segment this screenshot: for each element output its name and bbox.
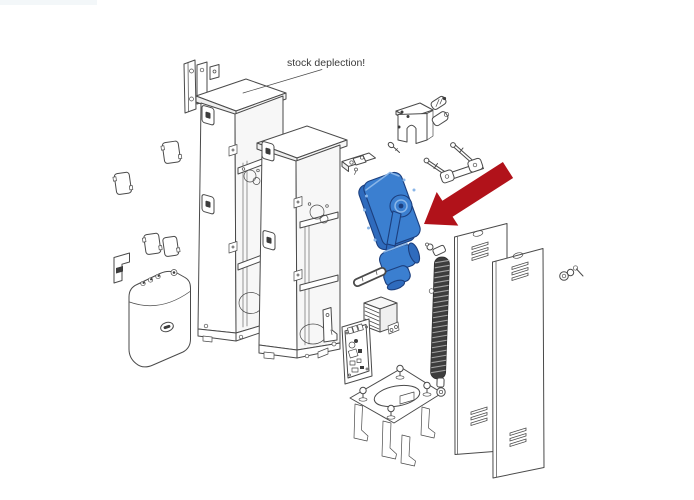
leader-line [242,69,323,94]
spring-anchor-plate [341,152,376,175]
link-rod [353,267,387,287]
fastener-set [559,265,584,281]
balance-spring [425,242,450,397]
lock-cylinder-lower [431,111,450,127]
control-board [341,318,373,385]
pointer-arrow [424,162,514,226]
cover-cap-4 [162,235,181,257]
release-bracket [395,102,434,144]
anchor-bolts [358,364,432,420]
stock-annotation: stock deplection! [242,57,365,94]
hinge-cover-bracket [113,252,130,284]
cabinet-housing-rear [256,125,348,360]
cover-cap-3 [142,232,163,255]
emblem-plate [262,230,276,251]
emblem-plate [201,105,215,126]
stock-label: stock deplection! [287,57,365,69]
transformer [363,296,400,335]
gearmotor-assembly[interactable] [357,170,423,292]
spring-tension-rod-assembly [423,142,484,184]
door-panel-rear [492,248,545,479]
brand-logo [160,321,174,333]
cover-cap-1 [160,140,183,164]
foundation-base-plate [349,364,443,467]
cover-cap-2 [112,171,134,195]
latch-bracket [322,307,338,347]
emblem-plate [201,194,215,215]
lock-cylinder-upper [430,95,447,110]
emblem-plate [261,141,275,162]
window-artifact-strip [0,0,97,5]
fixing-screw [387,141,400,153]
control-unit-box [128,269,191,368]
